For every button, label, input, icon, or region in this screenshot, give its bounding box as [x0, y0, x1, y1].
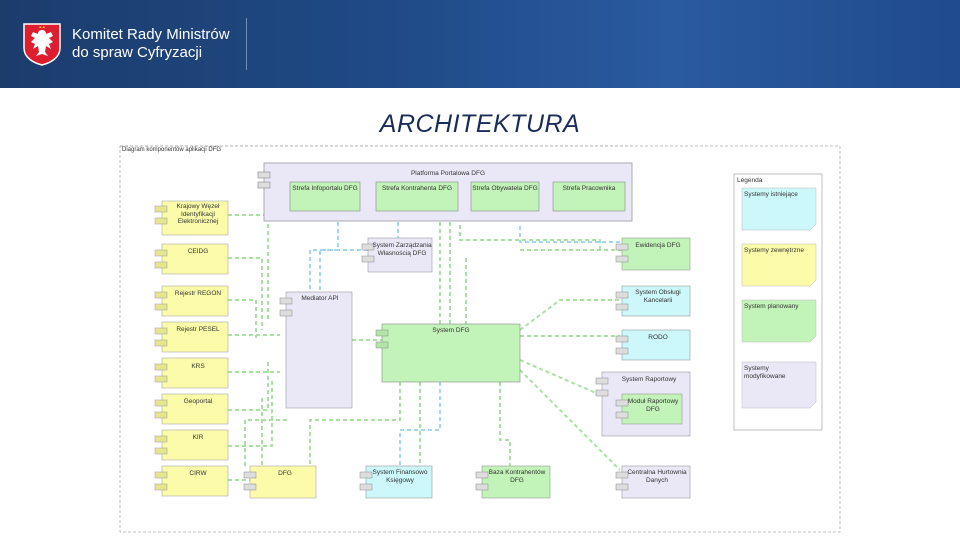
- organization-name: Komitet Rady Ministrów do spraw Cyfryzac…: [72, 26, 230, 62]
- portal-module-citizen: Strefa Obywatela DFG: [472, 185, 538, 192]
- evidence-system: Ewidencja DFG: [635, 242, 681, 249]
- reporting-system: System Raportowy: [621, 376, 677, 383]
- portal-group: [257, 162, 633, 222]
- header-banner: Komitet Rady Ministrów do spraw Cyfryzac…: [0, 0, 960, 88]
- header-divider: [246, 18, 247, 70]
- system-node-pesel: Rejestr PESEL: [176, 326, 220, 333]
- data-warehouse: Centralna Hurtownia Danych: [627, 469, 687, 484]
- finance-system: System Finansowo Księgowy: [372, 469, 428, 484]
- reporting-module: Moduł Raportowy DFG: [627, 398, 679, 413]
- cases-system: System Obsługi Kancelarii: [635, 289, 681, 304]
- portal-module-infoportal: Strefa Infoportalu DFG: [292, 185, 358, 192]
- system-node-cirw: CIRW: [189, 470, 207, 477]
- ownership-system: System Zarządzania Własnością DFG: [372, 242, 432, 257]
- slide-title: ARCHITEKTURA: [379, 110, 581, 138]
- diagram-frame: [119, 145, 841, 533]
- diagram-frame-label: Diagram komponentów aplikacji DFG: [122, 147, 222, 153]
- core-system: System DFG: [432, 327, 470, 334]
- system-node-krs: KRS: [191, 363, 205, 370]
- system-node-kir: KIR: [192, 434, 204, 441]
- legend-external: Systemy zewnętrzne: [744, 247, 804, 254]
- legend-modified: Systemy modyfikowane: [744, 365, 786, 380]
- org-line-1: Komitet Rady Ministrów: [72, 26, 230, 43]
- system-node-eid: Krajowy Węzeł Identyfikacji Elektroniczn…: [176, 203, 220, 225]
- left-systems: [154, 200, 229, 497]
- legend-existing: Systemy istniejące: [744, 191, 798, 198]
- mediator-api: Mediator API: [301, 295, 339, 302]
- org-line-2: do spraw Cyfryzacji: [72, 44, 203, 61]
- legend: [733, 173, 823, 431]
- polish-eagle-icon: [23, 23, 61, 66]
- system-node-regon: Rejestr REGON: [174, 290, 222, 297]
- system-node-geoportal: Geoportal: [183, 398, 213, 405]
- rodo-system: RODO: [648, 334, 668, 341]
- legend-title: Legenda: [737, 177, 763, 184]
- bottom-systems: [243, 465, 551, 499]
- legend-planned: System planowany: [744, 303, 799, 310]
- contractors-base: Baza Kontrahentów DFG: [488, 469, 546, 484]
- portal-title: Platforma Portalowa DFG: [410, 170, 486, 177]
- connectors: [228, 214, 622, 481]
- system-node-dfg: DFG: [278, 470, 292, 477]
- center-components: [279, 237, 521, 409]
- portal-module-employee: Strefa Pracownika: [562, 185, 616, 192]
- right-systems: [595, 237, 691, 499]
- portal-module-contractor: Strefa Kontrahenta DFG: [381, 185, 453, 192]
- system-node-ceidg: CEIDG: [187, 248, 209, 255]
